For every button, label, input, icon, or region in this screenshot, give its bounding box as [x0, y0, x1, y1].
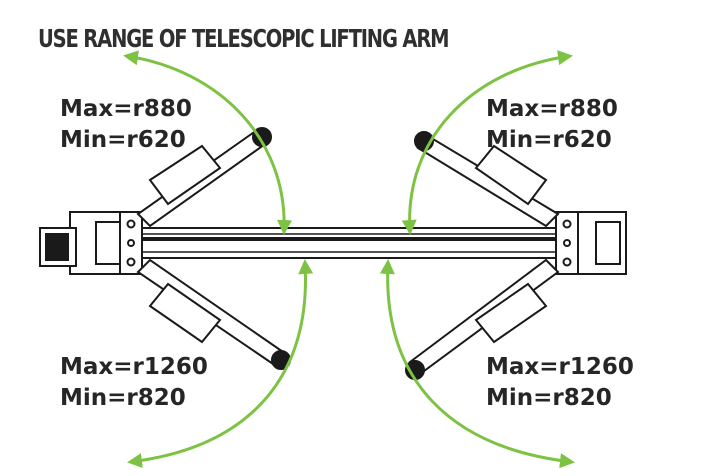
arc-rear-left	[127, 259, 314, 469]
arc-rear-right	[379, 259, 575, 469]
rear-left-range-label: Max=r1260 Min=r820	[60, 352, 208, 414]
front-right-max: Max=r880	[486, 96, 618, 122]
cross-beam	[137, 227, 559, 259]
front-left-min: Min=r620	[60, 127, 186, 153]
left-post	[39, 211, 143, 275]
rear-left-min: Min=r820	[60, 385, 186, 411]
front-left-range-label: Max=r880 Min=r620	[60, 94, 192, 156]
diagram-title: USE RANGE OF TELESCOPIC LIFTING ARM	[38, 24, 450, 53]
front-right-min: Min=r620	[486, 127, 612, 153]
front-right-range-label: Max=r880 Min=r620	[486, 94, 618, 156]
front-left-max: Max=r880	[60, 96, 192, 122]
rear-right-min: Min=r820	[486, 385, 612, 411]
rear-right-range-label: Max=r1260 Min=r820	[486, 352, 634, 414]
arc-front-left	[123, 50, 293, 235]
arc-front-right	[401, 50, 573, 235]
rear-left-max: Max=r1260	[60, 354, 208, 380]
range-arcs	[123, 50, 575, 469]
rear-right-max: Max=r1260	[486, 354, 634, 380]
right-post	[555, 211, 627, 275]
